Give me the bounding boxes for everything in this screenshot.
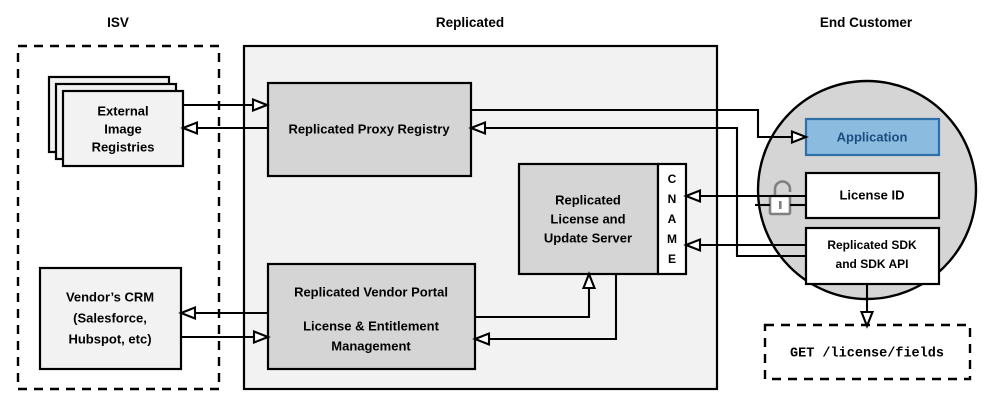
cname-letter-a: A: [668, 212, 677, 226]
edge-license-server-to-vendor-portal: [472, 274, 618, 347]
vendor-portal-label-line4: Management: [331, 338, 411, 353]
edge-sdk-to-cname: [683, 237, 806, 253]
cname-box: [656, 162, 688, 276]
license-server-label-line3: Update Server: [544, 230, 632, 245]
license-id[interactable]: License ID: [804, 171, 941, 220]
vendors-crm-label-line2: (Salesforce,: [73, 310, 147, 325]
vendors-crm[interactable]: Vendor’s CRM (Salesforce, Hubspot, etc): [38, 266, 183, 371]
zone-title-end-customer: End Customer: [820, 15, 913, 30]
application-label: Application: [837, 129, 908, 144]
edge-license-id-to-cname: [683, 188, 806, 207]
external-image-registries-label-line3: Registries: [92, 139, 155, 154]
cname-strip[interactable]: C N A M E: [656, 162, 688, 276]
application-box: [804, 117, 941, 157]
edge-vendor-portal-to-crm: [178, 305, 268, 321]
license-fields-request-label: GET /license/fields: [790, 347, 944, 362]
edge-vendor-portal-to-license-server: [475, 271, 597, 319]
edge-registries-to-proxy: [183, 97, 270, 113]
license-server-label-line2: License and: [550, 211, 625, 226]
isv-zone-boundary: [16, 44, 221, 391]
cname-letter-c: C: [668, 172, 677, 186]
replicated-sdk-box: [804, 226, 941, 286]
edge-crm-to-vendor-portal: [181, 329, 271, 345]
replicated-vendor-portal-box: [266, 262, 477, 371]
external-image-registries[interactable]: External Image Registries: [47, 75, 185, 168]
vendors-crm-label-line1: Vendor’s CRM: [66, 289, 154, 304]
cname-letter-m: M: [667, 232, 677, 246]
license-id-box: [804, 171, 941, 220]
vendors-crm-box: [38, 266, 183, 371]
vendor-portal-label-line1: Replicated Vendor Portal: [294, 284, 448, 299]
zone-title-replicated: Replicated: [436, 15, 504, 30]
replicated-proxy-registry-label: Replicated Proxy Registry: [288, 121, 450, 136]
replicated-sdk[interactable]: Replicated SDK and SDK API: [804, 226, 941, 286]
replicated-proxy-registry-box: [266, 81, 473, 178]
edge-sdk-to-proxy: [468, 120, 806, 258]
replicated-license-and-update-server-box: [517, 162, 660, 276]
vendors-crm-label-line3: Hubspot, etc): [68, 331, 151, 346]
replicated-vendor-portal[interactable]: Replicated Vendor Portal License & Entit…: [266, 262, 477, 371]
cname-letter-e: E: [668, 252, 676, 266]
edge-proxy-to-application: [471, 108, 809, 145]
license-server-label-line1: Replicated: [555, 192, 621, 207]
cname-letter-n: N: [668, 192, 677, 206]
edge-proxy-to-registries: [180, 120, 268, 136]
edge-customer-to-license-fields: [859, 284, 875, 329]
external-image-registries-stack-front: [61, 89, 185, 168]
replicated-proxy-registry[interactable]: Replicated Proxy Registry: [266, 81, 473, 178]
replicated-license-and-update-server[interactable]: Replicated License and Update Server: [517, 162, 660, 276]
external-image-registries-label-line2: Image: [104, 121, 142, 136]
zone-title-isv: ISV: [107, 15, 129, 30]
vendor-portal-label-line3: License & Entitlement: [303, 318, 439, 333]
license-id-label: License ID: [839, 187, 904, 202]
replicated-sdk-label-line2: and SDK API: [836, 257, 909, 271]
external-image-registries-label-line1: External: [97, 103, 148, 118]
replicated-sdk-label-line1: Replicated SDK: [827, 238, 917, 252]
application[interactable]: Application: [804, 117, 941, 157]
license-fields-request[interactable]: GET /license/fields: [763, 323, 972, 381]
